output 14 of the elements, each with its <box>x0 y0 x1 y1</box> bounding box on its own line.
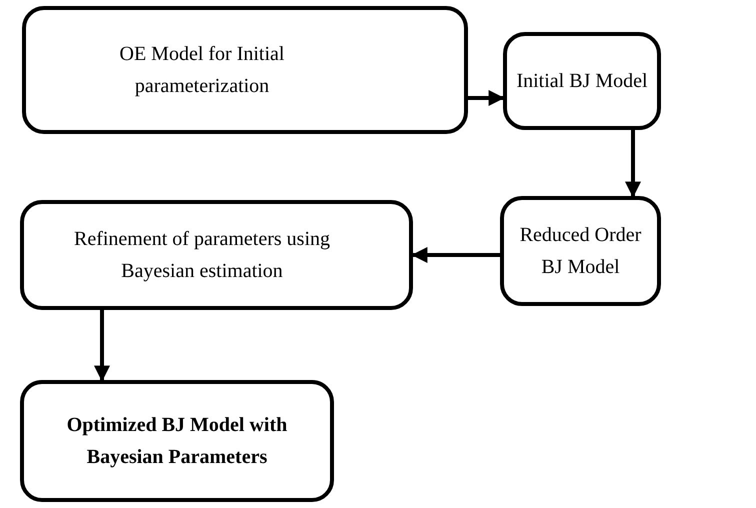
box-label: Initial BJ Model <box>516 69 648 94</box>
process-box <box>20 380 334 502</box>
process-box <box>20 200 413 310</box>
box-label: OE Model for Initial parameterization <box>118 42 286 99</box>
arrow <box>94 310 110 382</box>
process-box <box>500 196 661 306</box>
arrow <box>625 130 641 198</box>
box-label: Refinement of parameters using Bayesian estimation <box>72 227 332 284</box>
box-label: Optimized BJ Model with Bayesian Parameters <box>66 413 288 470</box>
arrow <box>468 90 505 106</box>
process-box <box>503 32 661 130</box>
arrow <box>411 247 500 263</box>
process-box <box>22 6 468 134</box>
box-label: Reduced Order BJ Model <box>518 223 642 280</box>
